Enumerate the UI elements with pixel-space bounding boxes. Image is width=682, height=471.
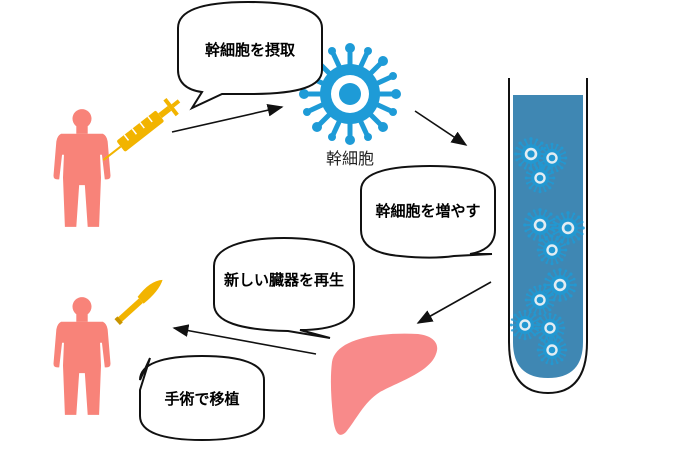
svg-text:幹細胞を摂取: 幹細胞を摂取: [205, 41, 296, 59]
arrow-to-tube: [414, 110, 468, 146]
person-icon: [53, 109, 111, 227]
liver-icon: [330, 333, 438, 435]
stem-cell-label: 幹細胞: [326, 149, 374, 168]
svg-text:手術で移植: 手術で移植: [164, 390, 239, 408]
scalpel-icon: [114, 279, 163, 326]
arrow-to-person: [172, 324, 317, 355]
speech-bubble-transplant: 手術で移植: [139, 354, 265, 442]
svg-text:新しい臓器を再生: 新しい臓器を再生: [224, 271, 344, 289]
speech-bubble-expand: 幹細胞を増やす: [360, 164, 496, 259]
test-tube-icon: [508, 78, 588, 395]
speech-bubble-regenerate: 新しい臓器を再生: [213, 236, 355, 339]
arrow-to-organ: [416, 281, 492, 324]
syringe-icon: [102, 98, 181, 161]
person-icon: [53, 297, 111, 415]
arrow-to-stem-cell: [171, 103, 284, 133]
svg-text:幹細胞を増やす: 幹細胞を増やす: [375, 202, 480, 220]
speech-bubble-harvest: 幹細胞を摂取: [177, 0, 323, 111]
process-arrows: [171, 103, 492, 355]
